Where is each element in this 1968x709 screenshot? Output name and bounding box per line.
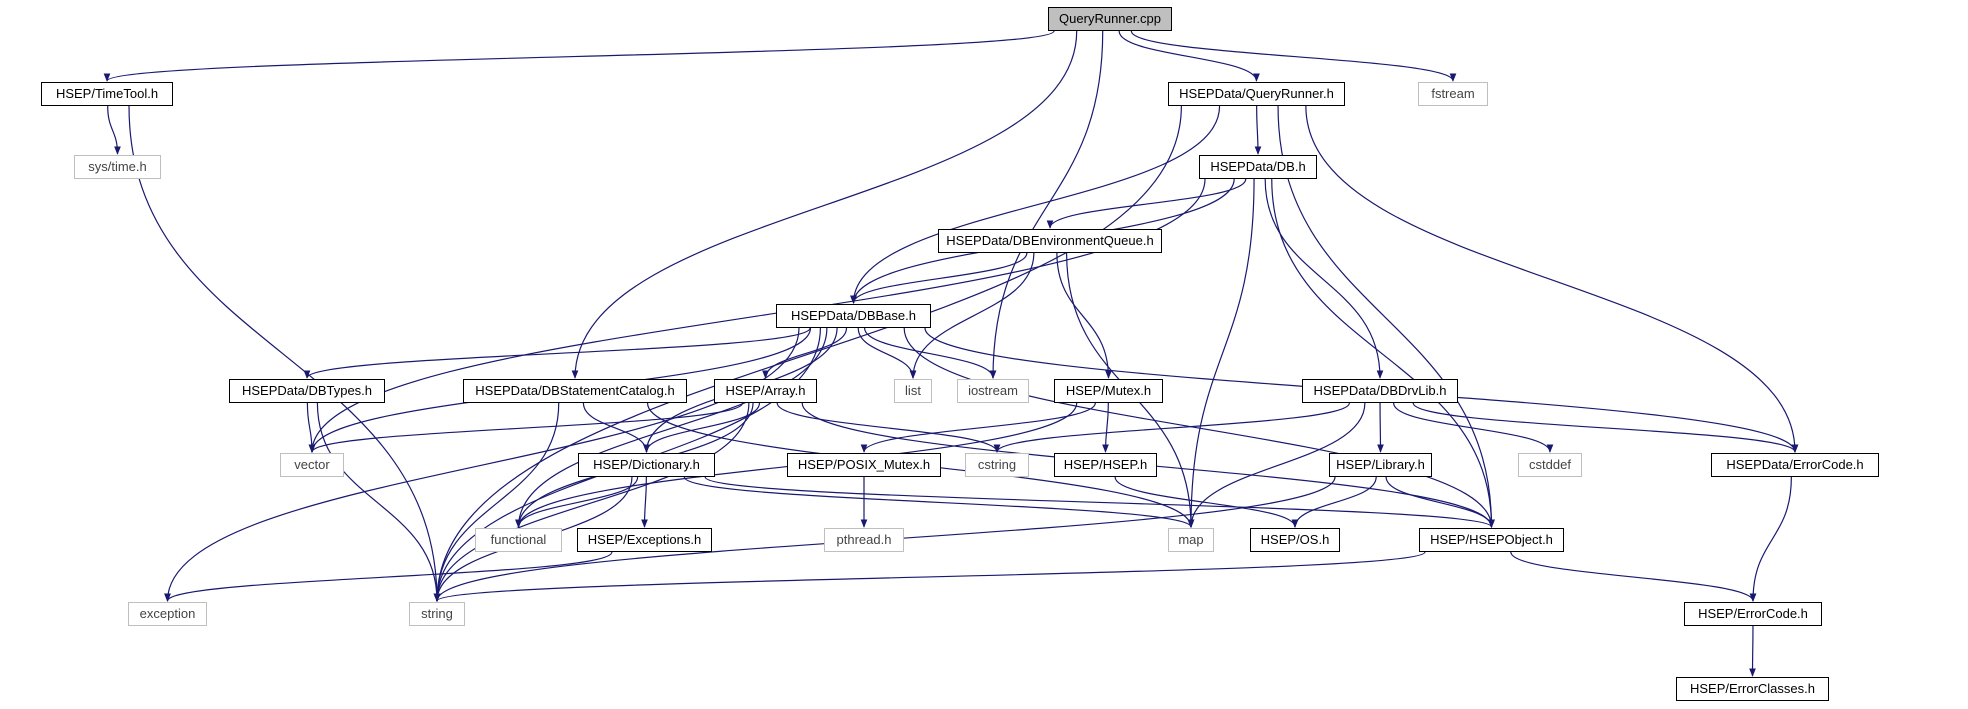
edge-time-tool-h-to-string — [128, 105, 441, 602]
edge-hsep-array-h-to-string — [433, 402, 750, 602]
node-sys-time-h: sys/time.h — [74, 155, 161, 179]
edge-hsep-library-h-to-hsep-hsepobject-h — [1385, 476, 1495, 528]
node-cstddef: cstddef — [1518, 453, 1582, 477]
edge-hsepdata-dbbase-h-to-iostream — [863, 327, 997, 379]
edge-hsepdata-dbbase-h-to-functional — [515, 327, 828, 528]
node-hsepdata-dbtypes-h[interactable]: HSEPData/DBTypes.h — [229, 379, 385, 403]
edge-hsepdata-query-runner-h-to-hsepdata-db-h — [1254, 105, 1262, 155]
edge-hsep-array-h-to-cstring — [776, 402, 1001, 453]
node-hsep-array-h[interactable]: HSEP/Array.h — [714, 379, 817, 403]
edge-query-runner-cpp-to-time-tool-h — [103, 30, 1055, 82]
node-query-runner-cpp[interactable]: QueryRunner.cpp — [1048, 7, 1172, 31]
edge-hsep-dictionary-h-to-hsep-hsepobject-h — [704, 476, 1495, 528]
node-hsepdata-query-runner-h[interactable]: HSEPData/QueryRunner.h — [1168, 82, 1345, 106]
edge-hsepdata-db-h-to-map — [1187, 178, 1255, 528]
edge-hsep-dictionary-h-to-hsep-exceptions-h — [641, 476, 648, 528]
node-hsep-hsep-h[interactable]: HSEP/HSEP.h — [1054, 453, 1157, 477]
edge-hsepdata-db-environment-queue-h-to-hsep-mutex-h — [1056, 252, 1112, 379]
edge-hsep-dictionary-h-to-functional — [515, 476, 639, 528]
node-pthread-h: pthread.h — [824, 528, 904, 552]
edge-hsepdata-dbtypes-h-to-string — [316, 402, 441, 602]
node-hsepdata-db-statement-catalog-h[interactable]: HSEPData/DBStatementCatalog.h — [463, 379, 687, 403]
edge-hsepdata-dbbase-h-to-hsep-array-h — [762, 327, 848, 379]
node-functional: functional — [475, 528, 562, 552]
node-time-tool-h[interactable]: HSEP/TimeTool.h — [41, 82, 173, 106]
edge-hsepdata-db-h-to-hsepdata-dbdrvlib-h — [1264, 178, 1384, 379]
edge-query-runner-cpp-to-hsepdata-db-statement-catalog-h — [571, 30, 1078, 379]
node-string: string — [409, 602, 465, 626]
node-hsep-dictionary-h[interactable]: HSEP/Dictionary.h — [578, 453, 715, 477]
node-hsep-library-h[interactable]: HSEP/Library.h — [1329, 453, 1432, 477]
node-iostream: iostream — [957, 379, 1029, 403]
node-map: map — [1168, 528, 1214, 552]
node-hsepdata-db-h[interactable]: HSEPData/DB.h — [1199, 155, 1317, 179]
edge-hsepdata-dbbase-h-to-hsep-hsepobject-h — [903, 327, 1495, 528]
node-hsep-error-code-h[interactable]: HSEP/ErrorCode.h — [1684, 602, 1822, 626]
edge-hsepdata-dbbase-h-to-hsepdata-dbtypes-h — [303, 327, 811, 379]
node-hsepdata-db-environment-queue-h[interactable]: HSEPData/DBEnvironmentQueue.h — [938, 229, 1162, 253]
edge-hsepdata-query-runner-h-to-hsepdata-error-code-h — [1305, 105, 1799, 453]
edge-hsepdata-dbdrvlib-h-to-hsepdata-error-code-h — [1412, 402, 1799, 453]
edge-hsep-library-h-to-hsep-os-h — [1291, 476, 1377, 528]
edge-hsepdata-error-code-h-to-hsep-error-code-h — [1749, 476, 1792, 602]
node-cstring: cstring — [965, 453, 1029, 477]
edge-time-tool-h-to-sys-time-h — [107, 105, 121, 155]
node-hsep-posix-mutex-h[interactable]: HSEP/POSIX_Mutex.h — [787, 453, 941, 477]
node-hsep-hsepobject-h[interactable]: HSEP/HSEPObject.h — [1419, 528, 1564, 552]
edge-hsepdata-db-h-to-hsepdata-db-environment-queue-h — [1046, 178, 1247, 229]
edge-hsepdata-query-runner-h-to-string — [433, 105, 1182, 602]
edge-hsepdata-dbbase-h-to-list — [857, 327, 917, 379]
edge-hsep-dictionary-h-to-map — [683, 476, 1195, 528]
edge-hsep-array-h-to-hsep-dictionary-h — [643, 402, 761, 453]
edge-hsep-array-h-to-vector — [308, 402, 744, 453]
edge-hsepdata-db-h-to-hsep-hsepobject-h — [1271, 178, 1495, 528]
node-hsepdata-dbbase-h[interactable]: HSEPData/DBBase.h — [776, 304, 931, 328]
node-list: list — [894, 379, 932, 403]
edge-hsep-exceptions-h-to-exception — [164, 551, 613, 602]
node-fstream: fstream — [1418, 82, 1488, 106]
node-hsep-mutex-h[interactable]: HSEP/Mutex.h — [1054, 379, 1163, 403]
edge-hsep-mutex-h-to-hsep-posix-mutex-h — [860, 402, 1096, 453]
node-hsepdata-dbdrvlib-h[interactable]: HSEPData/DBDrvLib.h — [1302, 379, 1458, 403]
edge-hsepdata-query-runner-h-to-hsep-hsepobject-h — [1277, 105, 1495, 528]
edge-hsep-mutex-h-to-hsep-hsep-h — [1102, 402, 1109, 453]
node-hsep-exceptions-h[interactable]: HSEP/Exceptions.h — [577, 528, 712, 552]
edge-hsep-hsepobject-h-to-string — [433, 551, 1426, 602]
edge-hsepdata-db-environment-queue-h-to-list — [909, 252, 1035, 379]
edge-query-runner-cpp-to-iostream — [989, 30, 1104, 379]
node-exception: exception — [128, 602, 207, 626]
edge-hsepdata-db-environment-queue-h-to-hsepdata-dbbase-h — [850, 252, 1028, 304]
node-hsepdata-error-code-h[interactable]: HSEPData/ErrorCode.h — [1711, 453, 1879, 477]
node-vector: vector — [280, 453, 344, 477]
edge-hsepdata-dbdrvlib-h-to-cstddef — [1393, 402, 1554, 453]
edge-hsep-hsepobject-h-to-hsep-error-code-h — [1510, 551, 1757, 602]
edge-hsepdata-db-statement-catalog-h-to-string — [433, 402, 560, 602]
edge-hsepdata-query-runner-h-to-hsepdata-dbbase-h — [850, 105, 1221, 304]
edge-hsepdata-dbdrvlib-h-to-cstring — [993, 402, 1350, 453]
node-hsep-os-h[interactable]: HSEP/OS.h — [1250, 528, 1340, 552]
edge-query-runner-cpp-to-fstream — [1130, 30, 1457, 82]
node-hsep-error-classes-h[interactable]: HSEP/ErrorClasses.h — [1676, 677, 1829, 701]
edge-query-runner-cpp-to-hsepdata-query-runner-h — [1118, 30, 1260, 82]
edge-hsep-hsep-h-to-hsep-os-h — [1114, 476, 1299, 528]
